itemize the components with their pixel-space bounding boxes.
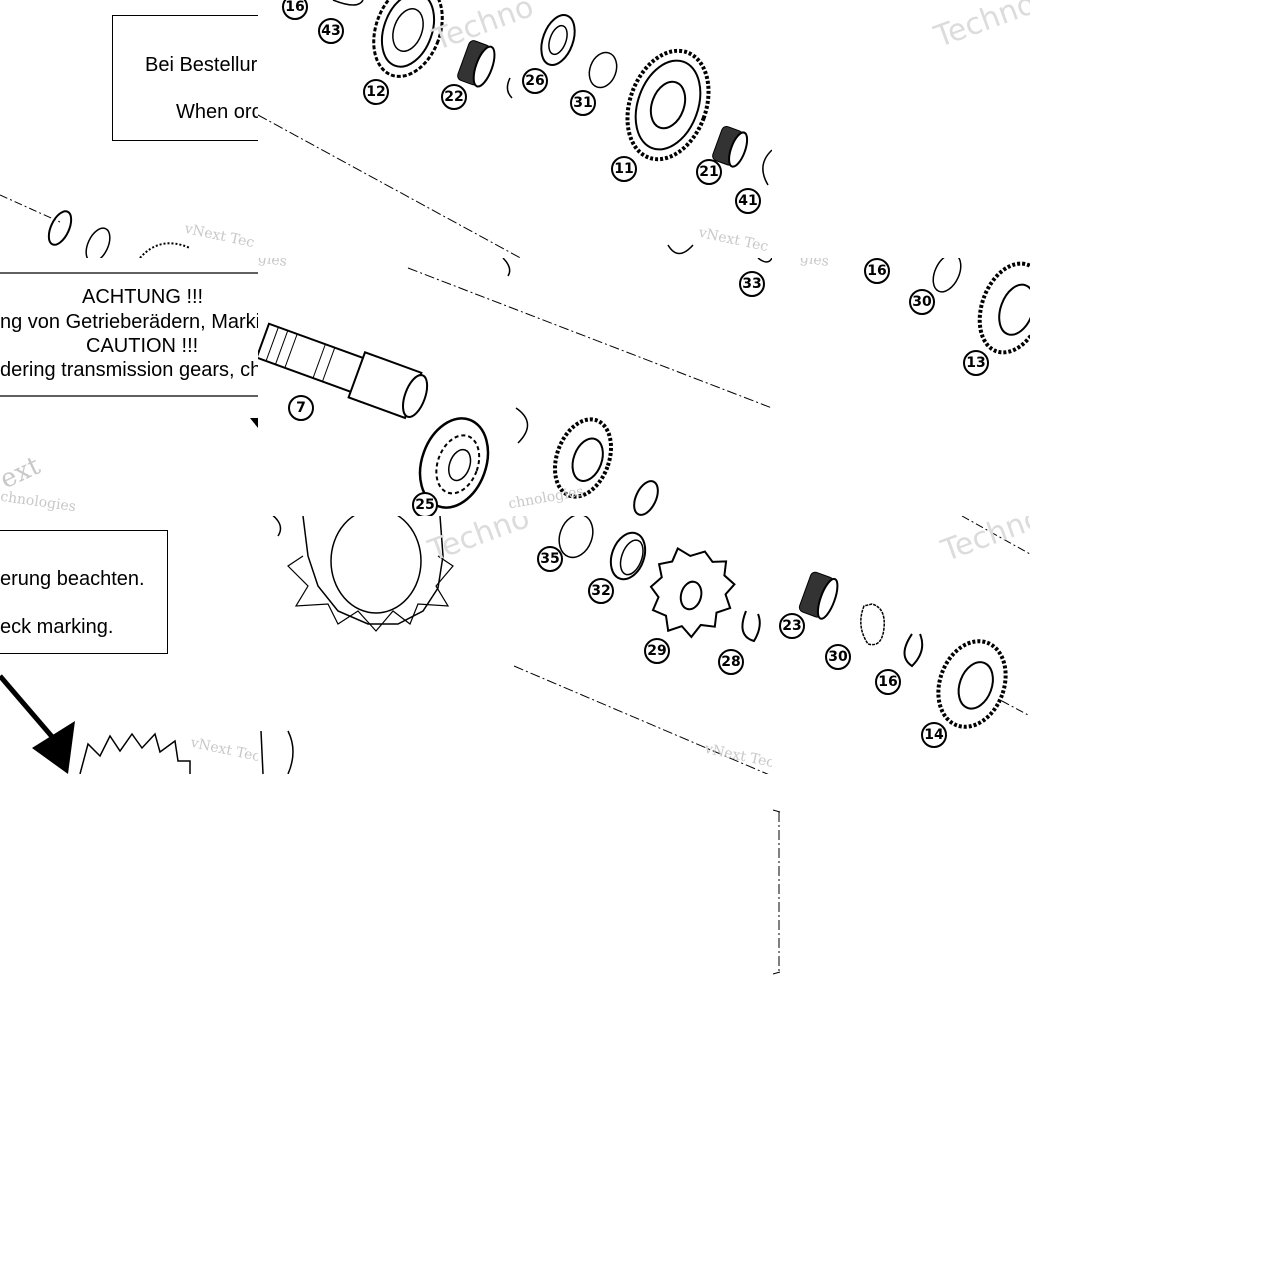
callout-30: 30: [825, 644, 851, 670]
order-note-en: When ord: [176, 101, 258, 123]
shaft-group: [258, 258, 772, 516]
callout-21: 21: [696, 159, 722, 185]
marking-note-box: [0, 530, 168, 654]
tile-caution: ACHTUNG !!! ng von Getrieberädern, Marki…: [0, 258, 258, 516]
tile-order-note: Bei Bestellur When ord vNext Tec: [0, 0, 258, 258]
callout-35: 35: [537, 546, 563, 572]
callout-7: 7: [288, 395, 314, 421]
watermark: Techno: [930, 0, 1030, 55]
order-note-de: Bei Bestellur: [145, 54, 258, 76]
callout-11: 11: [611, 156, 637, 182]
tile-bottom-middle: [258, 774, 782, 1030]
callout-28: 28: [718, 649, 744, 675]
tile-lower-middle: 35 32 29 28 Techno vNext Tec: [258, 516, 772, 774]
tile-lower-right: 23 30 16 14 Techno: [772, 516, 1030, 774]
caution-heading-de: ACHTUNG !!!: [82, 286, 204, 308]
shaft-7-icon: [258, 322, 429, 420]
gear-group-top: [258, 0, 772, 258]
callout-16: 16: [864, 258, 890, 284]
caution-text-en: dering transmission gears, che: [0, 359, 258, 381]
order-note-box: [112, 15, 258, 141]
callout-30: 30: [909, 289, 935, 315]
caution-lines: [0, 272, 258, 428]
marking-arrow: [0, 674, 191, 774]
callout-31: 31: [570, 90, 596, 116]
callout-23: 23: [779, 613, 805, 639]
marking-note-en: eck marking.: [0, 616, 114, 638]
callout-22: 22: [441, 84, 467, 110]
callout-33: 33: [739, 271, 765, 297]
marking-note-de: erung beachten.: [0, 568, 145, 590]
gear-group-lower-right: [798, 516, 1030, 729]
callout-25: 25: [412, 492, 438, 516]
callout-32: 32: [588, 578, 614, 604]
callout-12: 12: [363, 79, 389, 105]
tile-top-right: Techno: [772, 0, 1030, 258]
callout-16: 16: [875, 669, 901, 695]
callout-29: 29: [644, 638, 670, 664]
order-tile-parts: [0, 194, 191, 258]
tile-shaft-gears: 16 43 12 22 26 31 11 21 41 Techno vNext …: [258, 0, 772, 258]
callout-14: 14: [921, 722, 947, 748]
callout-41: 41: [735, 188, 761, 214]
frame-edge: [772, 809, 781, 975]
tile-marking-note: erung beachten. eck marking. vNext Tec: [0, 516, 258, 774]
callout-13: 13: [963, 350, 989, 376]
gear-group-bottom: [260, 516, 769, 774]
gear-group-right: [932, 258, 1030, 355]
callout-16: 16: [282, 0, 308, 20]
tile-middle-right: 16 30 13 gies: [772, 258, 1030, 516]
callout-43: 43: [318, 18, 344, 44]
callout-26: 26: [522, 68, 548, 94]
tile-main-shaft: 7 25 33 gies chnologies: [258, 258, 772, 516]
caution-heading-en: CAUTION !!!: [86, 335, 199, 357]
gear-12-icon: [372, 0, 444, 78]
caution-text-de: ng von Getrieberädern, Markie: [0, 311, 258, 333]
